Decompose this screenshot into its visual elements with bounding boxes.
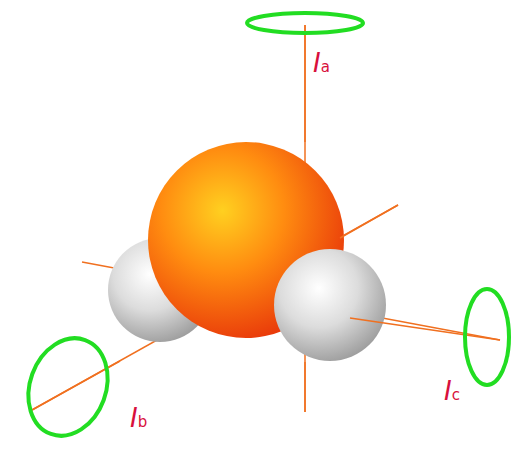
moment-of-inertia-label: Ib	[130, 405, 147, 431]
moment-of-inertia-label: Ia	[313, 50, 330, 76]
moment-of-inertia-label: Ic	[444, 378, 460, 404]
axis-c	[350, 318, 500, 340]
axis-b	[340, 205, 398, 238]
rotation-ring	[247, 13, 363, 33]
hydrogen-atom	[274, 249, 386, 361]
axis-a	[304, 25, 306, 142]
rotation-ring	[465, 289, 509, 385]
rotation-ring	[15, 327, 121, 447]
axis-a	[304, 362, 306, 412]
